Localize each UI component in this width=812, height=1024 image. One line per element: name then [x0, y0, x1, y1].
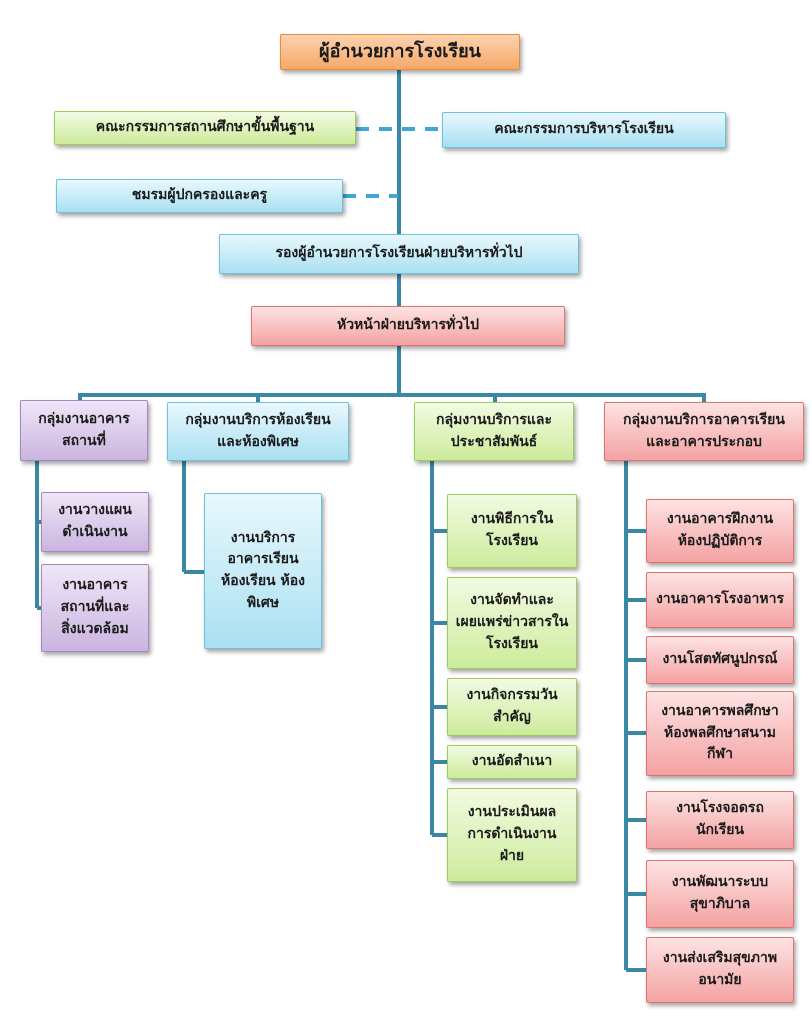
work-item: งานอัดสำเนา [447, 745, 577, 779]
basic-board-box: คณะกรรมการสถานศึกษาขั้นพื้นฐาน [54, 111, 356, 145]
group-title: กลุ่มงานอาคาร สถานที่ [20, 400, 148, 461]
parents-club-box: ชมรมผู้ปกครองและครู [56, 179, 343, 213]
work-item: งานประเมินผล การดำเนินงาน ฝ่าย [447, 788, 577, 882]
work-item: งานอาคารพลศึกษา ห้องพลศึกษาสนาม กีฬา [646, 691, 794, 776]
work-item: งานพัฒนาระบบ สุขาภิบาล [646, 860, 794, 928]
group-title: กลุ่มงานบริการและ ประชาสัมพันธ์ [414, 402, 574, 461]
work-item: งานจัดทำและ เผยแพร่ข่าวสารใน โรงเรียน [447, 577, 577, 669]
head-box: หัวหน้าฝ่ายบริหารทั่วไป [251, 306, 565, 346]
work-item: งานอาคาร สถานที่และ สิ่งแวดล้อม [41, 564, 149, 652]
work-item: งานส่งเสริมสุขภาพ อนามัย [646, 937, 794, 1003]
deputy-box: รองผู้อำนวยการโรงเรียนฝ่ายบริหารทั่วไป [219, 234, 579, 274]
director-box: ผู้อำนวยการโรงเรียน [280, 34, 520, 70]
work-item: งานอาคารฝึกงาน ห้องปฏิบัติการ [646, 499, 794, 563]
group-title: กลุ่มงานบริการอาคารเรียน และอาคารประกอบ [604, 402, 804, 461]
work-item: งานโรงจอดรถ นักเรียน [646, 791, 794, 849]
work-item: งานพิธีการใน โรงเรียน [447, 494, 577, 568]
work-item: งานบริการ อาคารเรียน ห้องเรียน ห้อง พิเศ… [204, 493, 322, 649]
work-item: งานกิจกรรมวัน สำคัญ [447, 678, 577, 736]
work-item: งานอาคารโรงอาหาร [646, 572, 794, 628]
group-title: กลุ่มงานบริการห้องเรียน และห้องพิเศษ [167, 402, 349, 461]
work-item: งานวางแผน ดำเนินงาน [41, 492, 149, 552]
work-item: งานโสตทัศนูปกรณ์ [646, 636, 794, 684]
admin-board-box: คณะกรรมการบริหารโรงเรียน [442, 112, 726, 148]
